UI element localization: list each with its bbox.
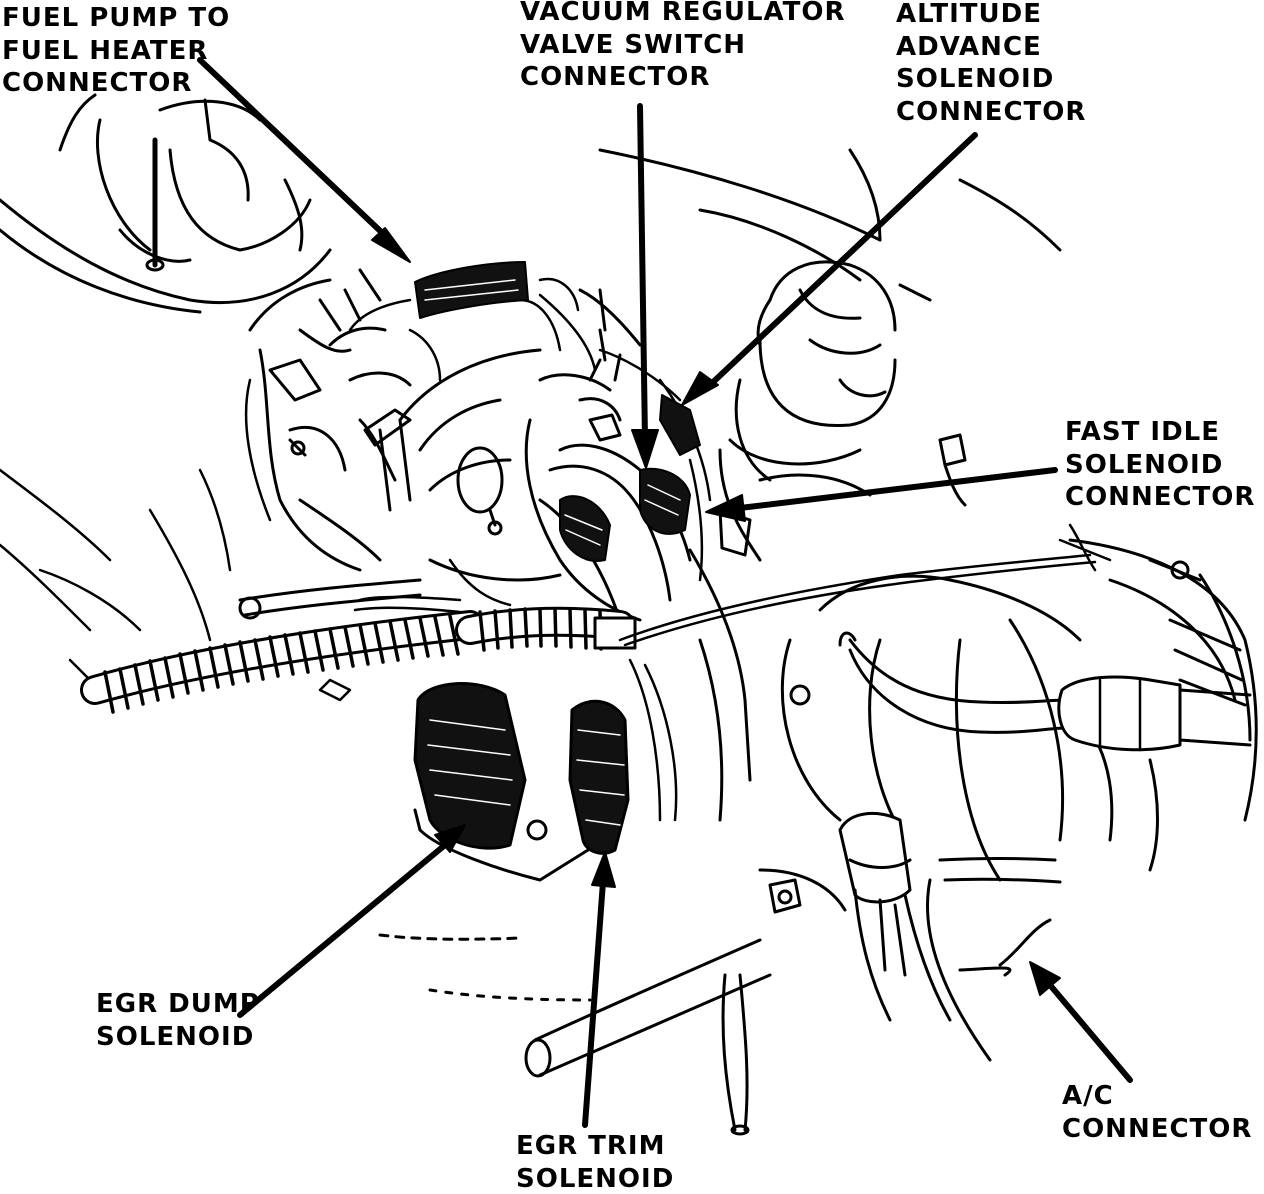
- label-line: SOLENOID: [896, 64, 1055, 94]
- engine-block: [238, 268, 562, 620]
- strut-tower: [0, 93, 332, 314]
- lower-hose: [378, 811, 952, 1136]
- egr-dump-solenoid: [413, 682, 622, 882]
- label-line: A/C: [1062, 1081, 1114, 1111]
- label-vacuum-regulator-valve-switch-connector: VACUUM REGULATOR VALVE SWITCH CONNECTOR: [520, 0, 845, 94]
- label-line: VALVE SWITCH: [520, 29, 747, 60]
- label-line: CONNECTOR: [1065, 482, 1256, 512]
- label-ac-connector: A/C CONNECTOR: [1062, 1080, 1252, 1145]
- label-line: ADVANCE: [896, 31, 1042, 62]
- distributor-assembly: [524, 288, 692, 622]
- vacuum-regulator-connector: [639, 467, 691, 535]
- wires: [348, 277, 1112, 822]
- label-line: CONNECTOR: [2, 68, 193, 98]
- label-line: SOLENOID: [516, 1163, 675, 1194]
- label-altitude-advance-solenoid-connector: ALTITUDE ADVANCE SOLENOID CONNECTOR: [896, 0, 1086, 128]
- leader-arrows: [197, 57, 1133, 1128]
- label-line: ALTITUDE: [896, 0, 1042, 29]
- ac-compressor: [780, 538, 1258, 1062]
- label-line: EGR TRIM: [516, 1131, 666, 1161]
- label-line: VACUUM REGULATOR: [520, 0, 846, 27]
- label-line: FUEL HEATER: [2, 35, 209, 66]
- label-line: FUEL PUMP TO: [2, 3, 231, 33]
- label-line: FAST IDLE: [1065, 417, 1220, 447]
- fuel-heater-connector: [414, 261, 529, 319]
- label-fast-idle-solenoid-connector: FAST IDLE SOLENOID CONNECTOR: [1065, 416, 1255, 514]
- label-line: EGR DUMP: [96, 989, 260, 1019]
- label-line: CONNECTOR: [896, 96, 1087, 127]
- label-line: CONNECTOR: [1062, 1113, 1253, 1144]
- label-line: SOLENOID: [1065, 449, 1224, 480]
- mount-bracket: [688, 433, 967, 914]
- label-egr-trim-solenoid: EGR TRIM SOLENOID: [516, 1130, 674, 1194]
- fender-lines: [0, 378, 272, 692]
- fast-idle-connector: [559, 495, 611, 562]
- ac-hose: [838, 631, 1252, 752]
- label-line: SOLENOID: [96, 1021, 255, 1052]
- egr-trim-solenoid: [568, 699, 630, 855]
- label-fuel-pump-to-fuel-heater-connector: FUEL PUMP TO FUEL HEATER CONNECTOR: [2, 2, 230, 100]
- altitude-advance-connector: [659, 394, 701, 456]
- label-egr-dump-solenoid: EGR DUMP SOLENOID: [96, 988, 260, 1053]
- label-line: CONNECTOR: [520, 62, 711, 92]
- harness-loom: [80, 606, 637, 714]
